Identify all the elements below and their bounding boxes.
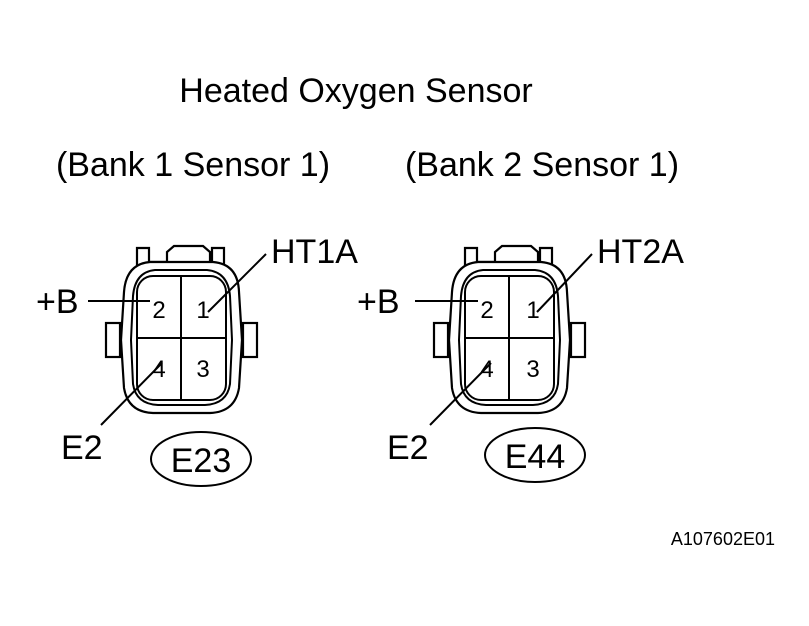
pin-number: 1 <box>196 297 209 324</box>
connector-inner-rim <box>457 269 562 406</box>
connector-caption: (Bank 2 Sensor 1) <box>405 146 679 184</box>
connector-e44: (Bank 2 Sensor 1) 2 1 4 3 HT2A +B E2 E44 <box>357 146 684 483</box>
leader-line-bottom <box>429 362 492 426</box>
terminal-label-left: +B <box>357 283 400 321</box>
leader-line-bottom <box>100 362 163 426</box>
connector-caption: (Bank 1 Sensor 1) <box>56 146 330 184</box>
connector-side-tab-right <box>569 321 587 359</box>
connector-code: E44 <box>505 438 566 476</box>
pin-number: 2 <box>480 297 493 324</box>
terminal-label-top: HT2A <box>597 233 684 271</box>
leader-line-top <box>536 253 593 313</box>
terminal-label-top: HT1A <box>271 233 358 271</box>
figure-id: A107602E01 <box>671 529 775 549</box>
terminal-label-bottom: E2 <box>61 429 103 467</box>
connector-side-tab-right <box>241 321 259 359</box>
connector-code-oval <box>150 431 252 487</box>
pin-number: 1 <box>526 297 539 324</box>
diagram-title: Heated Oxygen Sensor <box>179 72 532 110</box>
leader-line-top <box>207 253 267 313</box>
pin-number: 3 <box>526 356 539 383</box>
pin-number: 2 <box>152 297 165 324</box>
terminal-label-left: +B <box>36 283 79 321</box>
connector-side-tab-left <box>432 321 450 359</box>
pin-number: 3 <box>196 356 209 383</box>
pin-number: 4 <box>480 356 493 383</box>
connector-side-tab-left <box>104 321 122 359</box>
connector-code-oval <box>484 427 586 483</box>
terminal-label-bottom: E2 <box>387 429 429 467</box>
pin-number: 4 <box>152 356 165 383</box>
connector-code: E23 <box>171 442 232 480</box>
connector-inner-rim <box>129 269 234 406</box>
connector-e23: (Bank 1 Sensor 1) 2 1 4 3 HT1A +B E2 E23 <box>36 146 358 487</box>
